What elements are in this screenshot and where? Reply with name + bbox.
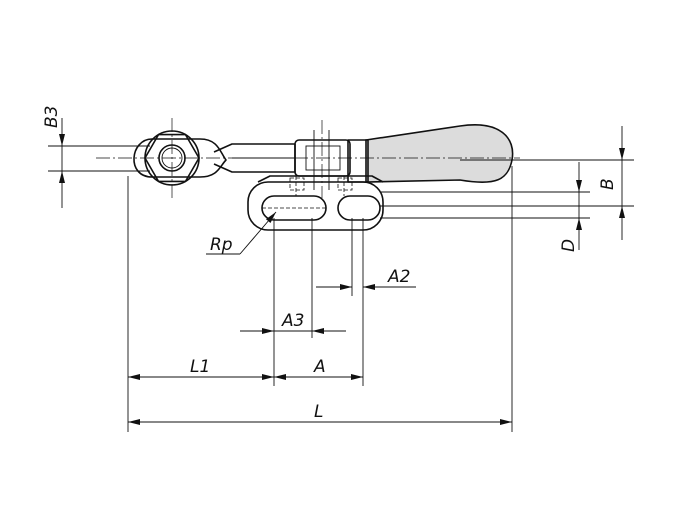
dimension-label-l: L: [314, 402, 323, 422]
dimension-a3: A3: [240, 311, 346, 334]
clamp-body: [133, 124, 514, 231]
dimension-label-a: A: [313, 357, 326, 377]
dimension-b3: B3: [42, 106, 65, 208]
dimension-d: D: [559, 162, 582, 252]
dimension-b: B: [598, 126, 625, 240]
dimension-l: L: [128, 402, 512, 425]
dimension-a2: A2: [316, 267, 416, 290]
dimension-label-rp: Rp: [210, 235, 233, 255]
dimension-l1: L1: [128, 357, 274, 380]
dimension-rp: Rp: [206, 211, 277, 255]
dimension-label-a3: A3: [281, 311, 304, 331]
mounting-slot-right: [337, 195, 381, 221]
extension-lines: [48, 145, 634, 432]
dimension-label-d: D: [559, 239, 579, 252]
center-lines: [96, 118, 520, 198]
dimension-label-b: B: [598, 178, 618, 190]
dimensions: B3 B D Rp A2: [42, 106, 625, 425]
spindle-eye: [133, 138, 227, 178]
dimension-label-a2: A2: [387, 267, 410, 287]
handle-grip: [365, 124, 514, 183]
dimension-label-l1: L1: [190, 357, 210, 377]
dimension-a: A: [274, 357, 363, 380]
dimension-label-b3: B3: [42, 106, 62, 128]
